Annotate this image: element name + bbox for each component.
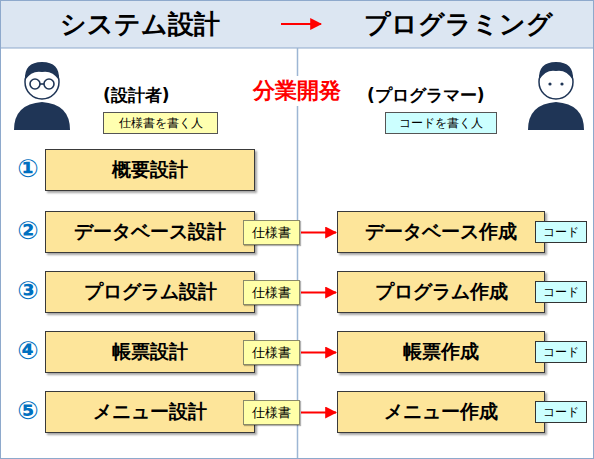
role-name: (設計者) <box>103 84 170 107</box>
build-box: 帳票作成 <box>337 331 545 373</box>
node-text: プログラミング <box>364 7 553 42</box>
node-text: 仕様書 <box>252 404 291 422</box>
spec-note: 仕様書 <box>243 340 300 365</box>
callout-number: ① <box>17 154 38 183</box>
header-band <box>0 0 594 48</box>
flow-arrow <box>301 292 336 294</box>
node-text: メニュー作成 <box>384 399 498 425</box>
header-cell: プログラミング <box>322 0 594 48</box>
build-box: プログラム作成 <box>337 271 545 313</box>
role-name: (プログラマー) <box>367 84 485 107</box>
callout-number: ⑤ <box>17 396 38 425</box>
node-text: プログラム作成 <box>375 279 508 305</box>
node-text: 仕様書 <box>252 344 291 362</box>
programmer-icon <box>528 62 584 130</box>
build-box: データベース作成 <box>337 211 545 253</box>
code-tag: コード <box>535 221 587 243</box>
flow-arrow <box>301 412 336 414</box>
header-cell: システム設計 <box>0 0 280 48</box>
node-text: メニュー設計 <box>93 399 207 425</box>
node-text: 仕様書 <box>252 224 291 242</box>
role-tag: コードを書く人 <box>385 112 497 134</box>
design-box: 概要設計 <box>45 149 255 191</box>
node-text: コード <box>543 284 579 301</box>
node-text: 概要設計 <box>112 157 188 183</box>
spec-note: 仕様書 <box>243 220 300 245</box>
node-text: コード <box>543 404 579 421</box>
node-text: 帳票作成 <box>403 339 479 365</box>
callout-number: ④ <box>17 336 38 365</box>
spec-note: 仕様書 <box>243 280 300 305</box>
callout-number: ③ <box>17 276 38 305</box>
build-box: メニュー作成 <box>337 391 545 433</box>
code-tag: コード <box>535 341 587 363</box>
spec-note: 仕様書 <box>243 400 300 425</box>
node-text: 帳票設計 <box>112 339 188 365</box>
node-text: データベース作成 <box>365 219 517 245</box>
design-box: データベース設計 <box>45 211 255 253</box>
node-text: データベース設計 <box>74 219 226 245</box>
node-text: コードを書く人 <box>399 115 483 132</box>
node-text: 仕様書を書く人 <box>119 115 203 132</box>
designer-icon <box>14 62 70 130</box>
node-text: プログラム設計 <box>84 279 217 305</box>
design-box: 帳票設計 <box>45 331 255 373</box>
flow-arrow <box>301 232 336 234</box>
node-text: コード <box>543 344 579 361</box>
design-box: メニュー設計 <box>45 391 255 433</box>
node-text: 仕様書 <box>252 284 291 302</box>
code-tag: コード <box>535 281 587 303</box>
node-text: システム設計 <box>60 7 220 42</box>
center-title: 分業開発 <box>250 76 344 106</box>
divider-line <box>297 48 299 459</box>
node-text: コード <box>543 224 579 241</box>
role-tag: 仕様書を書く人 <box>103 112 218 134</box>
callout-number: ② <box>17 216 38 245</box>
flow-arrow <box>301 352 336 354</box>
design-box: プログラム設計 <box>45 271 255 313</box>
flow-arrow <box>281 23 321 25</box>
code-tag: コード <box>535 401 587 423</box>
